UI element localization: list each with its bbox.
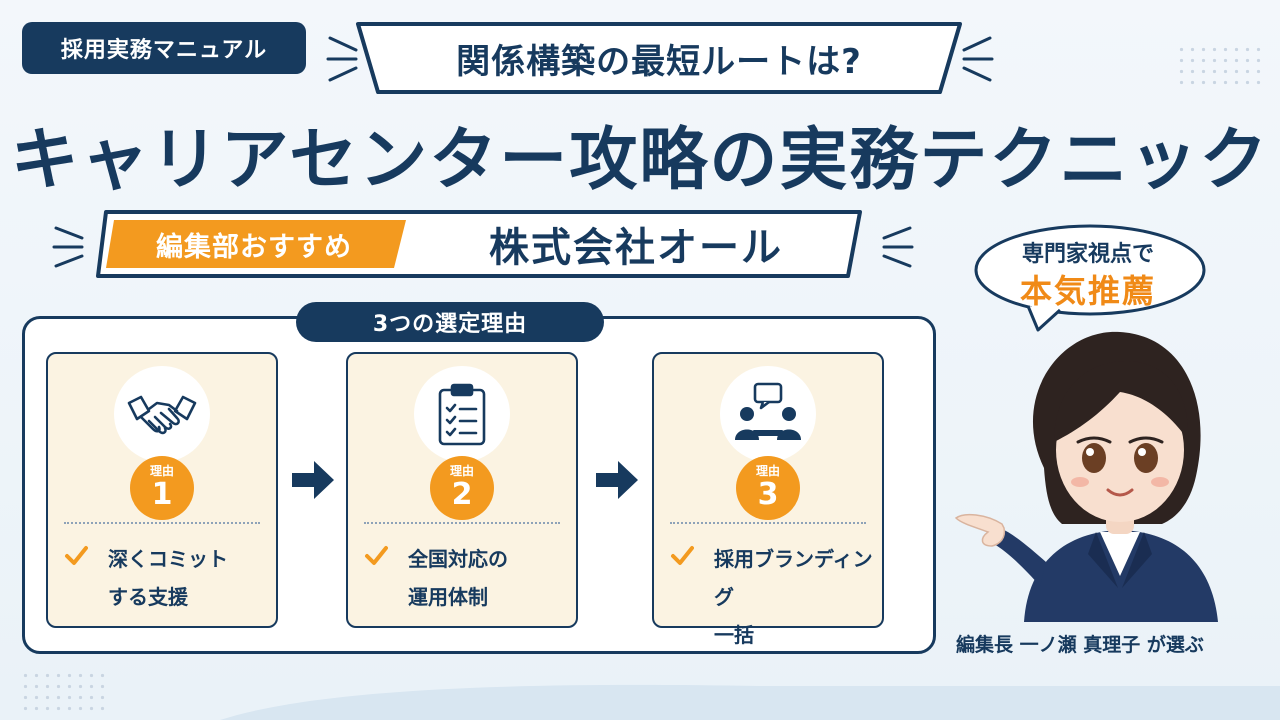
reason-number-badge: 理由 2 xyxy=(430,456,494,520)
clipboard-checklist-icon xyxy=(438,383,486,446)
dotted-divider xyxy=(670,522,866,524)
handshake-icon xyxy=(127,395,197,435)
reason-number: 2 xyxy=(451,477,473,512)
reason-text: 採用ブランディング 一括 xyxy=(714,540,882,654)
speech-bubble-line2: 本気推薦 xyxy=(1019,272,1156,310)
reason-badge-label: 理由 xyxy=(449,464,474,478)
reasons-heading: 3つの選定理由 xyxy=(296,302,604,342)
reason-text-line1: 深くコミット xyxy=(108,547,228,571)
checkmark-icon xyxy=(65,546,88,565)
burst-lines-right-icon xyxy=(962,36,994,82)
dot-pattern-bottom-left xyxy=(20,670,110,714)
checkmark-icon xyxy=(671,546,694,565)
reason-text-line1: 全国対応の xyxy=(408,547,508,571)
icon-circle xyxy=(720,366,816,462)
arrow-right-icon xyxy=(596,461,638,499)
dotted-divider xyxy=(64,522,260,524)
arrow-right-icon xyxy=(292,461,334,499)
reason-number-badge: 理由 3 xyxy=(736,456,800,520)
category-badge: 採用実務マニュアル xyxy=(22,22,306,74)
speech-bubble-line1: 専門家視点で xyxy=(1021,242,1154,267)
reason-card-1: 理由 1 深くコミット する支援 xyxy=(46,352,278,628)
editor-avatar xyxy=(954,331,1218,622)
reason-number: 3 xyxy=(757,477,779,512)
question-banner: 関係構築の最短ルートは? xyxy=(354,20,964,96)
editor-caption: 編集長 一ノ瀬 真理子 が選ぶ xyxy=(956,634,1204,656)
reason-text-line2: 一括 xyxy=(714,623,754,647)
reason-text-line2: 運用体制 xyxy=(408,585,488,609)
reason-text-line1: 採用ブランディング xyxy=(714,547,873,609)
icon-circle xyxy=(414,366,510,462)
reason-badge-label: 理由 xyxy=(755,464,780,478)
checkmark-icon xyxy=(365,546,388,565)
company-name: 株式会社オール xyxy=(489,225,783,271)
company-banner: 編集部おすすめ 株式会社オール xyxy=(96,208,864,280)
reason-card-2: 理由 2 全国対応の 運用体制 xyxy=(346,352,578,628)
bottom-wave-decoration xyxy=(220,684,1280,720)
icon-circle xyxy=(114,366,210,462)
question-text: 関係構築の最短ルートは? xyxy=(456,41,862,82)
reason-number: 1 xyxy=(151,477,173,512)
main-title: キャリアセンター攻略の実務テクニック xyxy=(10,121,1270,200)
burst-lines-left-icon xyxy=(52,226,84,268)
reason-text-line2: する支援 xyxy=(108,585,188,609)
dotted-divider xyxy=(364,522,560,524)
dot-pattern-top-right xyxy=(1176,44,1266,88)
editor-pick-label: 編集部おすすめ xyxy=(156,231,352,263)
reason-badge-label: 理由 xyxy=(149,464,174,478)
reason-text: 全国対応の 運用体制 xyxy=(408,540,576,616)
reason-text: 深くコミット する支援 xyxy=(108,540,276,616)
reason-number-badge: 理由 1 xyxy=(130,456,194,520)
reason-card-3: 理由 3 採用ブランディング 一括 xyxy=(652,352,884,647)
speech-bubble xyxy=(974,224,1206,332)
burst-lines-left-icon xyxy=(326,36,358,82)
burst-lines-right-icon xyxy=(882,226,914,268)
meeting-icon xyxy=(735,382,801,440)
